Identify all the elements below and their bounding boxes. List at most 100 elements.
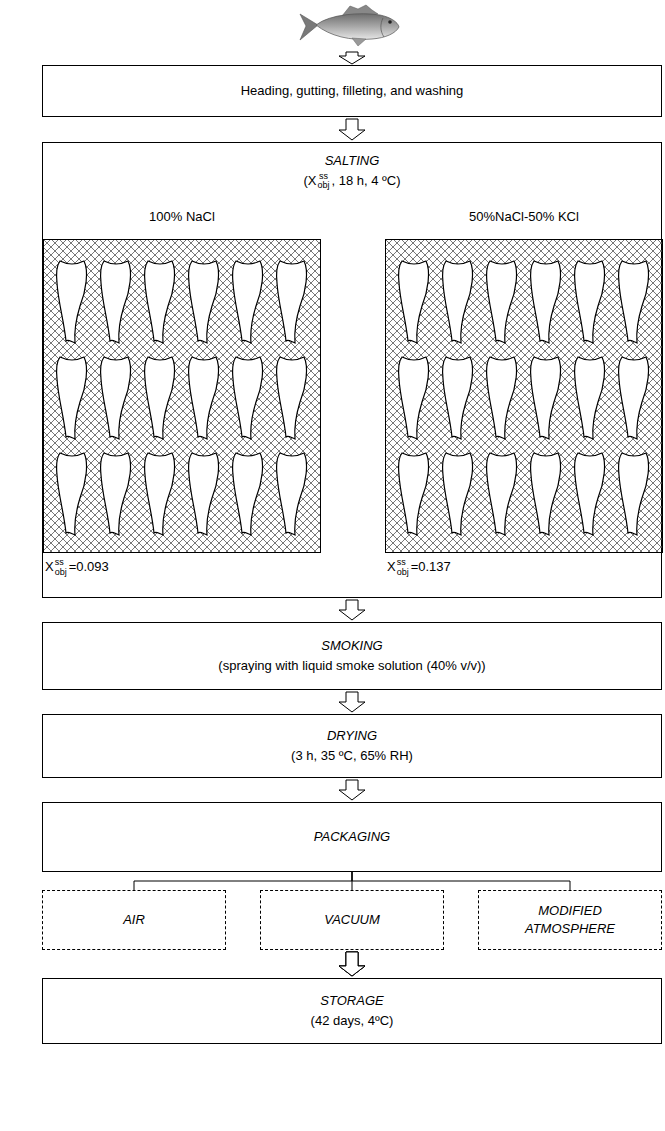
fish-fillet xyxy=(443,261,473,343)
text-line: (spraying with liquid smoke solution (40… xyxy=(212,656,491,676)
fish-fillet xyxy=(189,357,219,439)
outline-arrow xyxy=(339,780,365,800)
node-text: , 18 h, 4 ºC) xyxy=(331,173,400,188)
branch-line xyxy=(352,872,570,890)
node-text: ss xyxy=(55,558,67,567)
fish-fillet xyxy=(277,453,307,535)
text-line: (42 days, 4ºC) xyxy=(305,1011,400,1031)
fish-belly-fin xyxy=(352,38,366,46)
fish-fillet xyxy=(189,453,219,535)
fish-fillet xyxy=(189,261,219,343)
node-text: 50%NaCl-50% KCl xyxy=(469,209,579,224)
fish-fillet xyxy=(399,453,429,535)
node-text: PACKAGING xyxy=(314,829,390,844)
text-line: VACUUM xyxy=(318,910,386,930)
outline-arrow xyxy=(339,692,365,712)
process-box: PACKAGING xyxy=(42,802,662,872)
fish-eye xyxy=(388,20,392,24)
fish-fillet xyxy=(277,357,307,439)
node-text: obj xyxy=(397,568,409,577)
text-line: MODIFIED ATMOSPHERE xyxy=(504,901,636,938)
node-text: VACUUM xyxy=(324,912,380,927)
node-text: (X xyxy=(303,173,316,188)
salt-tray: 100% NaClXssobj=0.093 xyxy=(43,239,321,553)
node-text: =0.137 xyxy=(411,559,451,574)
process-box: VACUUM xyxy=(260,890,444,950)
fish-fillet xyxy=(277,261,307,343)
fish-fillet xyxy=(57,261,87,343)
super-sub-stack: ssobj xyxy=(397,558,409,577)
text-line: 50%NaCl-50% KCl xyxy=(385,207,663,227)
fish-fillet xyxy=(57,453,87,535)
node-text: SMOKING xyxy=(321,638,382,653)
branch-line xyxy=(134,872,352,890)
fish-fillet xyxy=(531,357,561,439)
fish-fillet xyxy=(57,357,87,439)
super-sub-stack: ssobj xyxy=(55,558,67,577)
fish-fillet xyxy=(619,261,649,343)
fish-fillet xyxy=(233,261,263,343)
node-text: SALTING xyxy=(325,153,380,168)
text-line: PACKAGING xyxy=(308,827,396,847)
fish-fillet xyxy=(619,453,649,535)
node-text: X xyxy=(387,559,396,574)
fish-fillet xyxy=(531,261,561,343)
process-box: MODIFIED ATMOSPHERE xyxy=(478,890,662,950)
fish-fillet xyxy=(101,261,131,343)
text-line: SALTING xyxy=(319,151,386,171)
node-text: ss xyxy=(397,558,409,567)
node-text: obj xyxy=(317,181,329,190)
fish-fillet xyxy=(619,357,649,439)
text-line: (3 h, 35 ºC, 65% RH) xyxy=(285,746,419,766)
outline-arrow xyxy=(339,952,365,976)
node-text: STORAGE xyxy=(320,993,383,1008)
text-line: SMOKING xyxy=(315,636,388,656)
fish-fillet xyxy=(575,357,605,439)
fish-fillet xyxy=(575,453,605,535)
fish-fillet xyxy=(145,261,175,343)
outline-arrow xyxy=(339,600,365,620)
node-text: Heading, gutting, filleting, and washing xyxy=(241,83,464,98)
fish-fillet xyxy=(487,261,517,343)
text-line: (Xssobj, 18 h, 4 ºC) xyxy=(297,171,406,192)
node-text: MODIFIED ATMOSPHERE xyxy=(525,903,615,936)
fish-fillet xyxy=(531,453,561,535)
fish-fillet xyxy=(487,453,517,535)
outline-arrow xyxy=(339,52,365,64)
process-box: DRYING (3 h, 35 ºC, 65% RH) xyxy=(42,714,662,778)
fish-fillet xyxy=(101,453,131,535)
text-line: Heading, gutting, filleting, and washing xyxy=(235,81,470,101)
text-line: Xssobj=0.093 xyxy=(45,558,109,577)
process-box: Heading, gutting, filleting, and washing xyxy=(42,65,662,117)
fish-fillet xyxy=(233,357,263,439)
fish-fillet xyxy=(575,261,605,343)
fish-fillet xyxy=(145,453,175,535)
fish-fillet xyxy=(101,357,131,439)
node-text: (42 days, 4ºC) xyxy=(311,1013,394,1028)
outline-arrow xyxy=(339,952,365,976)
text-line: STORAGE xyxy=(314,991,389,1011)
fish-tail xyxy=(300,14,318,40)
fish-gill xyxy=(381,18,384,37)
fish-illustration xyxy=(300,5,399,46)
text-line: Xssobj=0.137 xyxy=(387,558,451,577)
fish-fillet xyxy=(145,357,175,439)
process-box: AIR xyxy=(42,890,226,950)
fish-fillet xyxy=(487,357,517,439)
fish-fillet xyxy=(443,453,473,535)
node-text: (spraying with liquid smoke solution (40… xyxy=(218,658,485,673)
node-text: obj xyxy=(55,568,67,577)
salt-tray: 50%NaCl-50% KClXssobj=0.137 xyxy=(385,239,663,553)
node-text: =0.093 xyxy=(69,559,109,574)
hatched-tray xyxy=(385,239,663,553)
node-text: ss xyxy=(317,172,329,181)
text-line: DRYING xyxy=(321,726,383,746)
node-text: AIR xyxy=(123,912,145,927)
node-text: X xyxy=(45,559,54,574)
process-box: SALTING(Xssobj, 18 h, 4 ºC)100% NaClXsso… xyxy=(42,142,662,598)
fish-fillet xyxy=(233,453,263,535)
process-box: STORAGE (42 days, 4ºC) xyxy=(42,978,662,1044)
fish-body xyxy=(316,14,399,40)
outline-arrow xyxy=(339,119,365,140)
node-text: (3 h, 35 ºC, 65% RH) xyxy=(291,748,413,763)
